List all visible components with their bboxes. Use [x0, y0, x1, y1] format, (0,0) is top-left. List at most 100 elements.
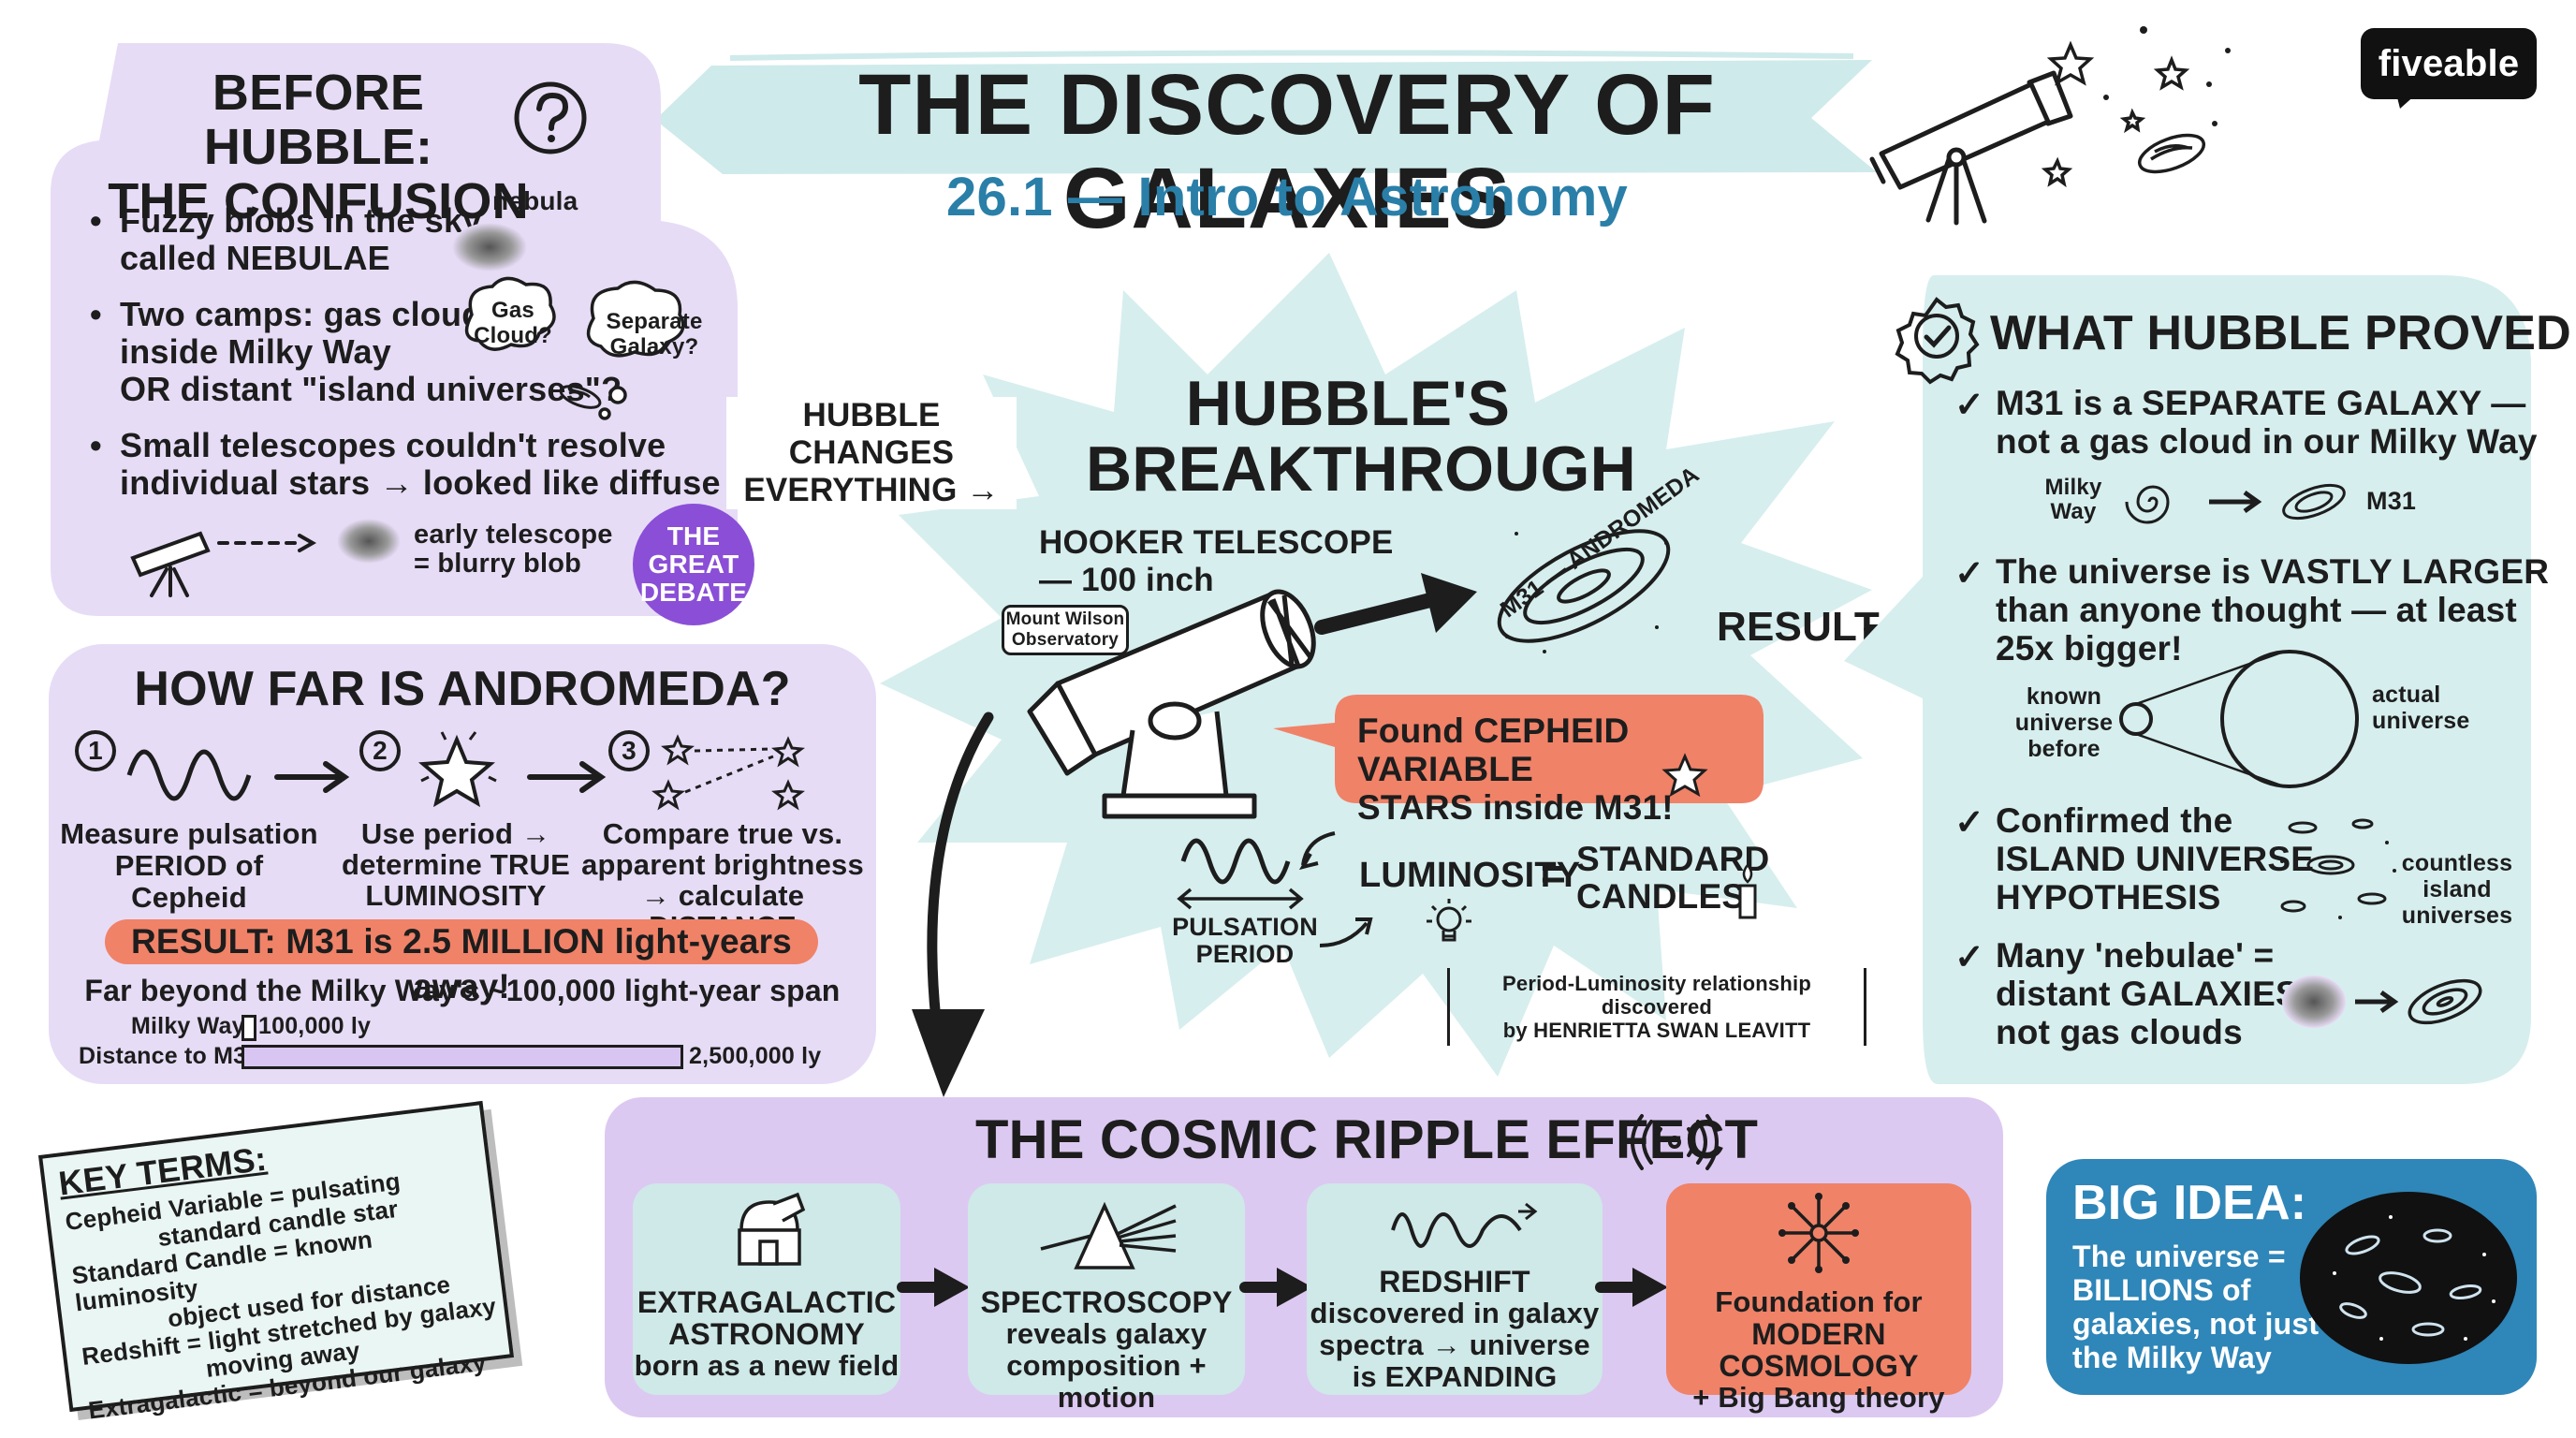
pulsation-period-label: PULSATION PERIOD [1170, 914, 1320, 968]
known-line2: universe [2014, 710, 2114, 736]
before-bullet-1: Fuzzy blobs in the sky called NEBULAE [90, 202, 481, 277]
before-bullet-2-line1: Two camps: gas clouds [120, 295, 502, 333]
early-telescope-caption: early telescope = blurry blob [414, 521, 613, 579]
key-terms-card: KEY TERMS: Cepheid Variable = pulsating … [37, 1100, 515, 1425]
proved-panel-bg [1844, 275, 2531, 1084]
bubble-gas-line2: Cloud? [474, 323, 552, 348]
countless-line1: countless [2401, 850, 2513, 876]
luminosity-label: LUMINOSITY [1359, 856, 1581, 895]
step1-text: Measure pulsation PERIOD of Cepheid [58, 818, 320, 914]
hubble-changes-line1: HUBBLE CHANGES [788, 397, 955, 471]
redshift-wave-icon [1391, 1202, 1538, 1248]
brand-logo-text: fiveable [2378, 43, 2520, 84]
bar-mw [242, 1015, 256, 1041]
distance-result: RESULT: M31 is 2.5 MILLION light-years a… [105, 919, 818, 1005]
countless-line3: universes [2401, 902, 2513, 929]
cepheid-callout-bg [1273, 695, 1764, 803]
standard-line2: CANDLES [1576, 877, 1746, 916]
standard-candles-label: STANDARD CANDLES [1576, 840, 1770, 916]
box3-line4: is EXPANDING [1352, 1360, 1558, 1393]
ripple-box-spectroscopy: SPECTROSCOPY reveals galaxy composition … [968, 1183, 1245, 1414]
standard-line1: STANDARD [1576, 840, 1770, 878]
proved-item-2: The universe is VASTLY LARGER than anyon… [1996, 552, 2549, 668]
pulsation-line1: PULSATION [1172, 913, 1318, 941]
check-mark-4: ✓ [1954, 938, 1985, 977]
known-universe-label: known universe before [2003, 683, 2125, 762]
before-title: BEFORE HUBBLE: THE CONFUSION [103, 66, 534, 228]
ripple-box-extragalactic: EXTRAGALACTIC ASTRONOMY born as a new fi… [633, 1183, 900, 1395]
proved-item-2-line1: The universe is VASTLY LARGER [1996, 552, 2550, 591]
step3-line1: Compare true vs. [602, 817, 843, 850]
m31-small-label: M31 [2366, 487, 2417, 515]
badge-line1: THE [666, 521, 721, 550]
early-line1: early telescope [414, 520, 613, 550]
bar-mw-label: Milky Way: [131, 1013, 254, 1039]
step2-line1: Use period → [360, 817, 551, 850]
cepheid-line2: STARS inside M31! [1357, 788, 1674, 827]
mw-label: Milky Way [2031, 476, 2115, 524]
brand-logo: fiveable [2361, 28, 2537, 99]
star-field-icon [2041, 26, 2231, 188]
ripple-box-cosmology: Foundation for MODERN COSMOLOGY + Big Ba… [1666, 1183, 1971, 1414]
step1-line2: PERIOD of Cepheid [114, 849, 264, 914]
curved-arrow-to-ripple [912, 712, 994, 1097]
nebula-label: nebula [492, 186, 578, 215]
known-line3: before [2027, 736, 2100, 762]
cepheid-callout: Found CEPHEID VARIABLE STARS inside M31! [1357, 712, 1750, 827]
period-to-luminosity-arrow [1319, 917, 1373, 947]
proved-item-4-line2: distant GALAXIES, [1996, 975, 2309, 1013]
proved-item-1-line2: not a gas cloud in our Milky Way [1996, 422, 2538, 461]
box2-line3: composition + motion [1006, 1349, 1207, 1414]
step1-wave-icon [75, 730, 350, 801]
hooker-line1: HOOKER TELESCOPE [1039, 524, 1394, 561]
page-subtitle: 26.1 — Intro to Astronomy [946, 167, 1628, 227]
universe-galaxies-icon [2300, 1192, 2517, 1364]
before-bullet-2-line3: OR distant "island universes"? [120, 370, 622, 408]
observatory-icon [738, 1192, 806, 1266]
andromeda-panel [49, 644, 876, 1084]
brand-logo-tail [2396, 94, 2417, 109]
box4-line2: MODERN COSMOLOGY [1719, 1317, 1919, 1383]
leavitt-line1: Period-Luminosity relationship discovere… [1502, 972, 1811, 1019]
bubble-gas-cloud: Gas Cloud? [464, 298, 562, 348]
before-bullet-1-line2: called NEBULAE [120, 239, 390, 277]
proved-item-3: Confirmed the ISLAND UNIVERSE HYPOTHESIS [1996, 801, 2314, 917]
check-mark-3: ✓ [1954, 803, 1985, 843]
ripple-arrow-3 [1595, 1268, 1668, 1307]
big-idea-line2: BILLIONS of [2072, 1273, 2251, 1307]
cepheid-star-icon [1661, 753, 1708, 798]
thought-bubbles [464, 276, 685, 420]
step2-line3: LUMINOSITY [365, 879, 547, 912]
universe-size-icon [2119, 650, 2359, 788]
big-bang-icon [1778, 1193, 1859, 1273]
step3-stars-icon [608, 730, 805, 811]
step2-line2: determine TRUE [342, 848, 570, 881]
big-idea-line3: galaxies, not just [2072, 1307, 2320, 1341]
big-idea-line4: the Milky Way [2072, 1341, 2273, 1374]
hooker-line2: — 100 inch [1039, 562, 1214, 598]
hubble-changes-label: HUBBLE CHANGES EVERYTHING → [726, 397, 1017, 509]
bubble-sep-line1: Separate [606, 309, 703, 334]
equals-sign: = [1541, 849, 1567, 898]
key-terms-list: Cepheid Variable = pulsating standard ca… [64, 1157, 508, 1424]
title-banner [655, 50, 1877, 174]
andromeda-title: HOW FAR IS ANDROMEDA? [134, 662, 791, 716]
breakthrough-title: HUBBLE'S BREAKTHROUGH [1086, 371, 1636, 502]
box4-line3: + Big Bang theory [1692, 1381, 1945, 1414]
cepheid-line1: Found CEPHEID VARIABLE [1357, 712, 1630, 788]
badge-line3: DEBATE [639, 578, 748, 607]
proved-item-3-line3: HYPOTHESIS [1996, 878, 2221, 917]
prism-icon [1040, 1201, 1177, 1269]
proved-item-2-line2: than anyone thought — at least [1996, 591, 2517, 629]
check-mark-1: ✓ [1954, 386, 1985, 425]
ripple-waves-icon [1631, 1114, 1719, 1170]
leavitt-line2: by HENRIETTA SWAN LEAVITT [1502, 1019, 1811, 1042]
proved-title: WHAT HUBBLE PROVED [1990, 306, 2571, 360]
box1-line2: ASTRONOMY [668, 1317, 865, 1351]
hubble-changes-line2: EVERYTHING → [743, 472, 1000, 508]
bar-mw-value: 100,000 ly [258, 1013, 372, 1039]
before-bullet-2: Two camps: gas clouds inside Milky Way O… [90, 295, 622, 408]
mw-line1: Milky [2044, 475, 2102, 500]
bubble-gas-line1: Gas [491, 298, 534, 323]
before-bullet-3: Small telescopes couldn't resolve indivi… [90, 427, 840, 502]
